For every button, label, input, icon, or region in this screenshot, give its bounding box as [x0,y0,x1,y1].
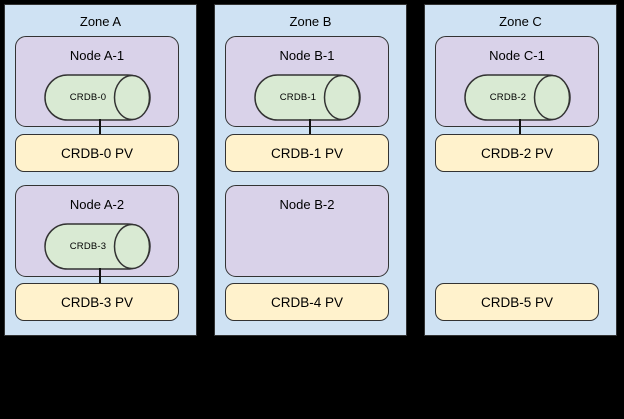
zone-c: Zone C Node C-1 CRDB-2 CRDB-2 PV CRDB-5 … [424,4,617,336]
cylinder-shape-icon [254,74,361,121]
connector-node-b1-pv1 [309,119,311,135]
node-a2-title: Node A-2 [69,197,125,212]
crdb-3-label: CRDB-3 [69,241,107,252]
node-b1-title: Node B-1 [279,48,335,63]
crdb-0-cylinder: CRDB-0 [44,74,151,121]
connector-node-c1-pv2 [519,119,521,135]
crdb-0-label: CRDB-0 [69,92,107,103]
zone-c-title: Zone C [499,14,542,29]
zone-a-title: Zone A [79,14,122,29]
cylinder-shape-icon [464,74,571,121]
crdb-3-cylinder: CRDB-3 [44,223,151,270]
node-b2-box: Node B-2 [225,185,389,277]
node-b1-box: Node B-1 CRDB-1 [225,36,389,127]
pv-crdb-5: CRDB-5 PV [435,283,599,321]
pv-crdb-1: CRDB-1 PV [225,134,389,172]
pv-crdb-3: CRDB-3 PV [15,283,179,321]
crdb-2-label: CRDB-2 [489,92,527,103]
connector-node-a2-pv3 [99,268,101,284]
node-c1-box: Node C-1 CRDB-2 [435,36,599,127]
pv-crdb-5-label: CRDB-5 PV [480,294,553,310]
node-a1-title: Node A-1 [69,48,125,63]
pv-crdb-2: CRDB-2 PV [435,134,599,172]
pv-crdb-1-label: CRDB-1 PV [270,145,343,161]
pv-crdb-3-label: CRDB-3 PV [60,294,133,310]
zone-b-title: Zone B [289,14,332,29]
connector-node-a1-pv0 [99,119,101,135]
cylinder-shape-icon [44,74,151,121]
crdb-1-cylinder: CRDB-1 [254,74,361,121]
node-a1-box: Node A-1 CRDB-0 [15,36,179,127]
pv-crdb-0: CRDB-0 PV [15,134,179,172]
pv-crdb-2-label: CRDB-2 PV [480,145,553,161]
zone-a: Zone A Node A-1 CRDB-0 CRDB-0 PV Node A-… [4,4,197,336]
pv-crdb-4: CRDB-4 PV [225,283,389,321]
zone-b: Zone B Node B-1 CRDB-1 CRDB-1 PV Node B-… [214,4,407,336]
node-a2-box: Node A-2 CRDB-3 [15,185,179,277]
crdb-2-cylinder: CRDB-2 [464,74,571,121]
node-c1-title: Node C-1 [489,48,545,63]
pv-crdb-4-label: CRDB-4 PV [270,294,343,310]
pv-crdb-0-label: CRDB-0 PV [60,145,133,161]
crdb-1-label: CRDB-1 [279,92,317,103]
node-b2-title: Node B-2 [279,197,335,212]
cylinder-shape-icon [44,223,151,270]
